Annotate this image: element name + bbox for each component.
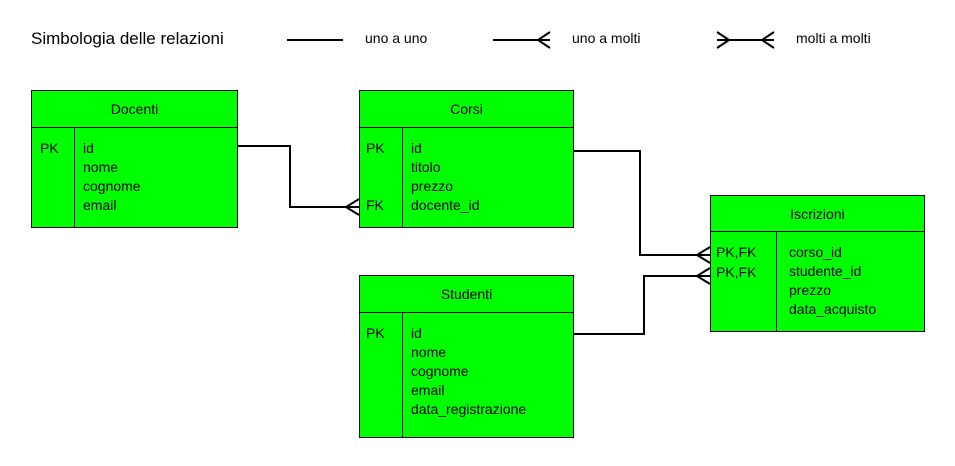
legend-one-to-many-label: uno a molti xyxy=(572,30,641,46)
entity-corsi-title: Corsi xyxy=(360,91,573,128)
iscrizioni-key2-label: PK,FK xyxy=(716,264,757,280)
entity-studenti-title: Studenti xyxy=(360,276,573,313)
iscrizioni-field-data-acquisto: data_acquisto xyxy=(789,301,877,317)
entity-iscrizioni-title: Iscrizioni xyxy=(711,196,924,232)
connector-corsi-iscrizioni xyxy=(574,150,711,264)
connector-docenti-corsi xyxy=(237,145,360,216)
docenti-field-cognome: cognome xyxy=(83,178,141,194)
connector-studenti-iscrizioni xyxy=(574,267,711,335)
legend-many-to-many-label: molti a molti xyxy=(796,30,871,46)
iscrizioni-field-prezzo: prezzo xyxy=(789,282,832,298)
corsi-field-prezzo: prezzo xyxy=(411,178,454,194)
studenti-field-id: id xyxy=(411,325,422,341)
docenti-pk-label: PK xyxy=(40,140,59,156)
entity-docenti: Docenti PK id nome cognome email xyxy=(31,90,238,228)
corsi-fk-label: FK xyxy=(366,197,384,213)
entity-corsi: Corsi PK FK id titolo prezzo docente_id xyxy=(359,90,574,228)
corsi-pk-label: PK xyxy=(366,140,385,156)
corsi-field-titolo: titolo xyxy=(411,159,441,175)
entity-docenti-title: Docenti xyxy=(32,91,237,128)
studenti-field-nome: nome xyxy=(411,344,447,360)
docenti-field-nome: nome xyxy=(83,159,119,175)
studenti-field-data-registrazione: data_registrazione xyxy=(411,401,527,417)
entity-studenti: Studenti PK id nome cognome email data_r… xyxy=(359,275,574,438)
docenti-field-email: email xyxy=(83,197,117,213)
legend-title: Simbologia delle relazioni xyxy=(31,29,224,48)
legend-many-to-many-symbol xyxy=(716,31,775,49)
corsi-field-id: id xyxy=(411,140,422,156)
iscrizioni-key1-label: PK,FK xyxy=(716,244,757,260)
studenti-field-cognome: cognome xyxy=(411,363,469,379)
entity-iscrizioni: Iscrizioni PK,FK PK,FK corso_id studente… xyxy=(710,195,925,332)
studenti-field-email: email xyxy=(411,382,445,398)
iscrizioni-field-corso-id: corso_id xyxy=(789,244,842,260)
iscrizioni-field-studente-id: studente_id xyxy=(789,263,862,279)
studenti-pk-label: PK xyxy=(366,325,385,341)
corsi-field-docente-id: docente_id xyxy=(411,197,480,213)
legend-one-to-many-symbol xyxy=(493,31,551,49)
docenti-field-id: id xyxy=(83,140,94,156)
legend-one-to-one-label: uno a uno xyxy=(365,30,428,46)
